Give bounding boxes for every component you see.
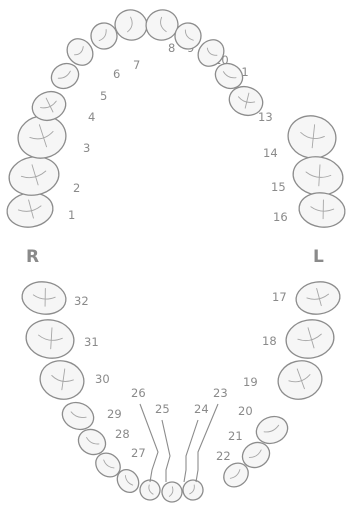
tooth-15-outline [290,153,346,199]
tooth-14[interactable] [284,111,340,162]
tooth-29[interactable] [58,398,97,434]
tooth-number-14: 14 [263,146,278,160]
tooth-31[interactable] [23,316,77,362]
tooth-2[interactable] [6,153,62,199]
tooth-15[interactable] [290,153,346,199]
tooth-30-outline [36,356,88,404]
tooth-number-25: 25 [155,402,170,416]
tooth-number-20: 20 [238,404,253,418]
tooth-18-outline [283,316,337,362]
tooth-number-18: 18 [262,334,277,348]
tooth-number-24: 24 [194,402,209,416]
tooth-number-32: 32 [74,294,89,308]
tooth-1-outline [5,190,55,230]
tooth-14-outline [284,111,340,162]
tooth-number-4: 4 [88,110,95,124]
tooth-number-30: 30 [95,372,110,386]
tooth-number-26: 26 [131,386,146,400]
tooth-number-19: 19 [243,375,258,389]
tooth-number-27: 27 [131,446,146,460]
tooth-number-28: 28 [115,427,130,441]
tooth-18[interactable] [283,316,337,362]
tooth-19[interactable] [274,356,326,404]
tooth-1[interactable] [5,190,55,230]
tooth-16[interactable] [297,190,347,230]
tooth-17[interactable] [294,279,342,317]
tooth-17-outline [294,279,342,317]
tooth-23-outline [179,476,206,503]
tooth-number-8: 8 [168,41,175,55]
tooth-31-outline [23,316,77,362]
tooth-2-outline [6,153,62,199]
tooth-23[interactable] [179,476,206,503]
tooth-19-outline [274,356,326,404]
tooth-number-23: 23 [213,386,228,400]
tooth-number-29: 29 [107,407,122,421]
right-side-label: R [26,247,39,267]
tooth-number-22: 22 [216,449,231,463]
tooth-32-outline [20,279,68,317]
tooth-number-3: 3 [83,141,90,155]
tooth-number-2: 2 [73,181,80,195]
tooth-number-31: 31 [84,335,99,349]
tooth-29-outline [58,398,97,434]
tooth-32[interactable] [20,279,68,317]
tooth-number-1: 1 [68,208,75,222]
tooth-24[interactable] [159,479,185,505]
tooth-number-5: 5 [100,89,107,103]
leader-line-25 [162,420,170,482]
tooth-number-16: 16 [273,210,288,224]
tooth-number-7: 7 [133,58,140,72]
tooth-number-6: 6 [113,67,120,81]
tooth-30[interactable] [36,356,88,404]
tooth-number-15: 15 [271,180,286,194]
tooth-16-outline [297,190,347,230]
left-side-label: L [313,247,324,267]
tooth-24-outline [159,479,185,505]
tooth-number-13: 13 [258,110,273,124]
tooth-number-17: 17 [272,290,287,304]
tooth-number-21: 21 [228,429,243,443]
leader-line-24 [184,420,198,482]
